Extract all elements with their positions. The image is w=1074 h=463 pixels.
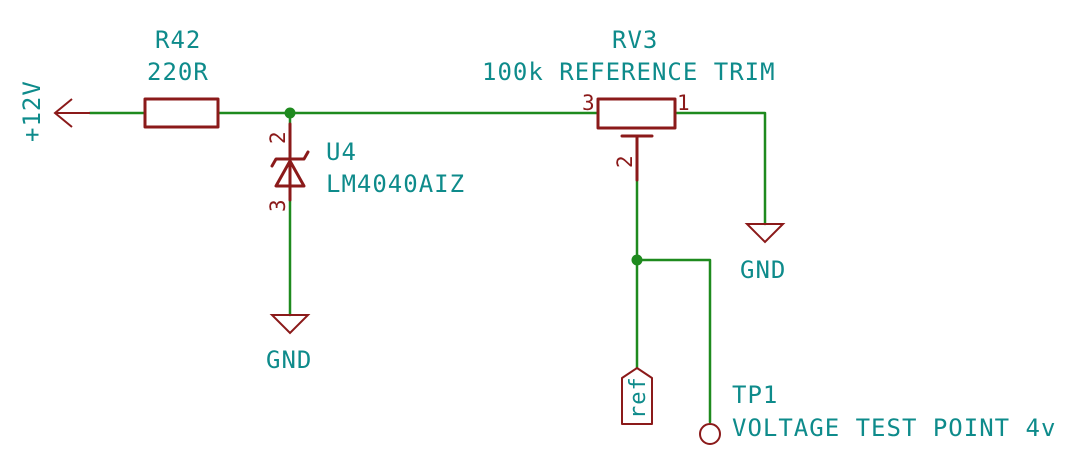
resistor-r42-body (143, 97, 220, 129)
r42-ref-label: R42 (155, 26, 201, 54)
gnd-symbol-rv3[interactable] (744, 223, 786, 244)
diode-u4-triangle (274, 159, 306, 188)
gnd-u4-label: GND (266, 346, 312, 374)
tp1-value-label: VOLTAGE TEST POINT 4v (732, 414, 1056, 442)
rv3-pin-wiper: 2 (613, 155, 637, 168)
net-label-ref-text: ref (626, 376, 651, 419)
rv3-pin-right: 1 (677, 91, 690, 115)
u4-pin-top: 2 (266, 131, 290, 144)
gnd-u4-icon (269, 314, 311, 335)
testpoint-tp1[interactable] (699, 423, 721, 445)
u4-pin-bottom: 3 (266, 199, 290, 212)
r42-value-label: 220R (147, 58, 209, 86)
rv3-pin-left: 3 (582, 91, 595, 115)
wire-ref-tp1 (635, 258, 712, 424)
rv3-value-label: 100k REFERENCE TRIM (482, 58, 776, 86)
net-label-ref[interactable] (621, 367, 653, 425)
potentiometer-rv3[interactable] (596, 97, 677, 182)
resistor-r42[interactable] (143, 97, 220, 129)
testpoint-tp1-circle (699, 423, 721, 445)
gnd-rv3-icon (744, 223, 786, 244)
potentiometer-rv3-body (596, 97, 677, 130)
junction-dot-node (284, 107, 296, 119)
gnd-symbol-u4[interactable] (269, 314, 311, 335)
diode-u4-cathode-bar (270, 150, 310, 168)
u4-value-label: LM4040AIZ (326, 170, 465, 198)
supply-arrow-icon (53, 98, 73, 128)
rv3-ref-label: RV3 (612, 26, 658, 54)
diode-u4[interactable] (270, 122, 310, 202)
supply-12v-symbol[interactable] (53, 98, 90, 128)
net-label-ref-flag (621, 367, 653, 425)
junction-dot-wiper (631, 254, 643, 266)
supply-label: +12V (18, 80, 46, 142)
wire-rv3-gnd (673, 111, 767, 226)
wires (88, 111, 767, 424)
tp1-ref-label: TP1 (732, 381, 778, 409)
gnd-rv3-label: GND (740, 256, 786, 284)
u4-ref-label: U4 (326, 138, 357, 166)
